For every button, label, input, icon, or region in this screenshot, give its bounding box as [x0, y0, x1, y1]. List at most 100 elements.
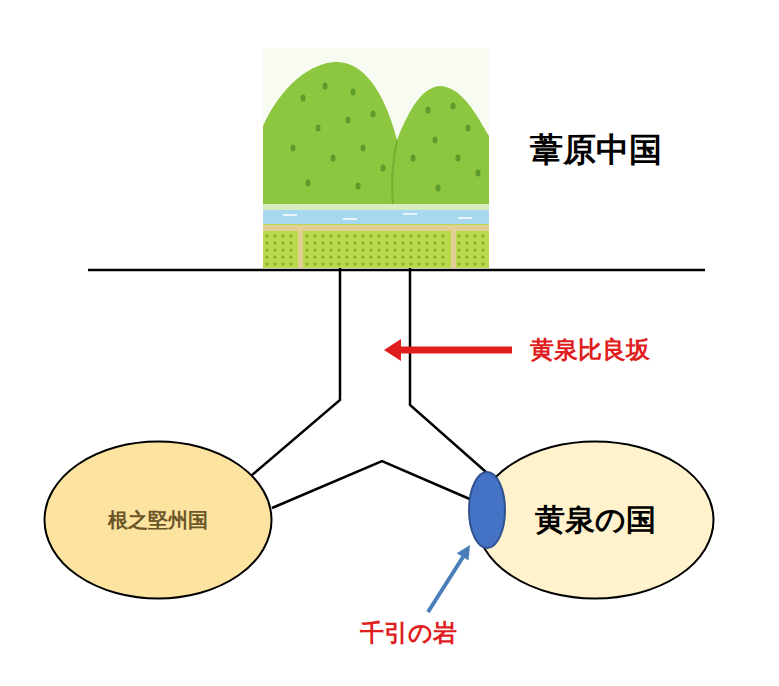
rice-plant: [385, 241, 388, 244]
river-wave: [458, 217, 472, 219]
tree-dot: [476, 170, 481, 177]
rice-plant: [377, 248, 380, 251]
rice-plant: [289, 255, 292, 258]
rice-plant: [457, 241, 460, 244]
rice-plant: [481, 255, 484, 258]
rice-plant: [481, 241, 484, 244]
rice-plant: [273, 241, 276, 244]
place-label: 千引の岩: [360, 617, 457, 649]
rice-plant: [473, 262, 476, 265]
rice-plant: [281, 234, 284, 237]
rice-plant: [473, 234, 476, 237]
shore-strip: [263, 204, 489, 210]
field-path: [451, 228, 456, 268]
rice-plant: [417, 255, 420, 258]
node-title: 根之堅州国: [108, 507, 208, 534]
rice-plant: [457, 234, 460, 237]
rice-plant: [345, 241, 348, 244]
place-label: 黄泉比良坂: [530, 334, 650, 366]
rice-plant: [425, 255, 428, 258]
rice-plant: [401, 241, 404, 244]
rice-plant: [305, 255, 308, 258]
rice-plant: [433, 234, 436, 237]
rice-plant: [265, 241, 268, 244]
rice-plant: [481, 262, 484, 265]
landscape-art: [263, 48, 489, 268]
tree-dot: [323, 83, 328, 90]
rice-plant: [425, 234, 428, 237]
rice-plant: [321, 241, 324, 244]
rice-plant: [265, 248, 268, 251]
ellipse-shape: [477, 442, 714, 599]
rice-plant: [465, 248, 468, 251]
rice-plant: [265, 234, 268, 237]
tree-dot: [361, 145, 366, 152]
rice-plant: [281, 262, 284, 265]
river-wave: [343, 218, 357, 220]
tree-dot: [331, 155, 336, 162]
rice-plant: [281, 241, 284, 244]
rice-plant: [361, 241, 364, 244]
rice-plant: [433, 241, 436, 244]
rice-plant: [457, 248, 460, 251]
rice-plant: [401, 262, 404, 265]
pointer-arrowhead: [384, 339, 401, 361]
connector-layer: [252, 268, 494, 479]
rice-plant: [465, 241, 468, 244]
tree-dot: [466, 125, 471, 132]
rice-plant: [313, 234, 316, 237]
rice-plant: [345, 234, 348, 237]
rice-plant: [273, 248, 276, 251]
rice-plant: [417, 234, 420, 237]
rice-plant: [321, 248, 324, 251]
rice-plant: [289, 234, 292, 237]
rice-plant: [361, 262, 364, 265]
rice-plant: [337, 262, 340, 265]
rice-plant: [481, 248, 484, 251]
rice-field: [263, 224, 489, 268]
rice-plant: [457, 255, 460, 258]
rice-plant: [369, 241, 372, 244]
tree-dot: [426, 107, 431, 114]
rice-plant: [465, 255, 468, 258]
rice-plant: [353, 234, 356, 237]
rice-plant: [305, 248, 308, 251]
ellipse-shape: [45, 442, 272, 599]
rice-plant: [273, 262, 276, 265]
rice-plant: [353, 248, 356, 251]
rice-plant: [281, 255, 284, 258]
rice-plant: [353, 241, 356, 244]
tunnel-wall: [272, 461, 472, 508]
rice-plant: [425, 248, 428, 251]
tree-dot: [346, 117, 351, 124]
rice-plant: [409, 248, 412, 251]
pointer-arrow: [398, 347, 512, 354]
rice-plant: [441, 255, 444, 258]
rice-plant: [345, 262, 348, 265]
rice-plant: [401, 255, 404, 258]
rice-plant: [433, 248, 436, 251]
rice-plant: [409, 234, 412, 237]
river-wave: [283, 214, 297, 216]
mountain-ridge: [392, 140, 397, 208]
rice-plant: [473, 255, 476, 258]
rice-plant: [417, 262, 420, 265]
rice-plant: [321, 234, 324, 237]
river-band: [263, 210, 489, 224]
rice-plant: [361, 234, 364, 237]
rice-plant: [377, 262, 380, 265]
tree-dot: [306, 180, 311, 187]
rice-plant: [313, 262, 316, 265]
tree-dot: [371, 111, 376, 118]
rice-plant: [305, 241, 308, 244]
rice-plant: [433, 255, 436, 258]
rice-plant: [369, 255, 372, 258]
field-path: [298, 228, 303, 268]
rice-plant: [273, 234, 276, 237]
rice-plant: [441, 241, 444, 244]
rice-plant: [265, 255, 268, 258]
rice-plant: [321, 255, 324, 258]
rice-plant: [337, 255, 340, 258]
tree-dot: [356, 183, 361, 190]
